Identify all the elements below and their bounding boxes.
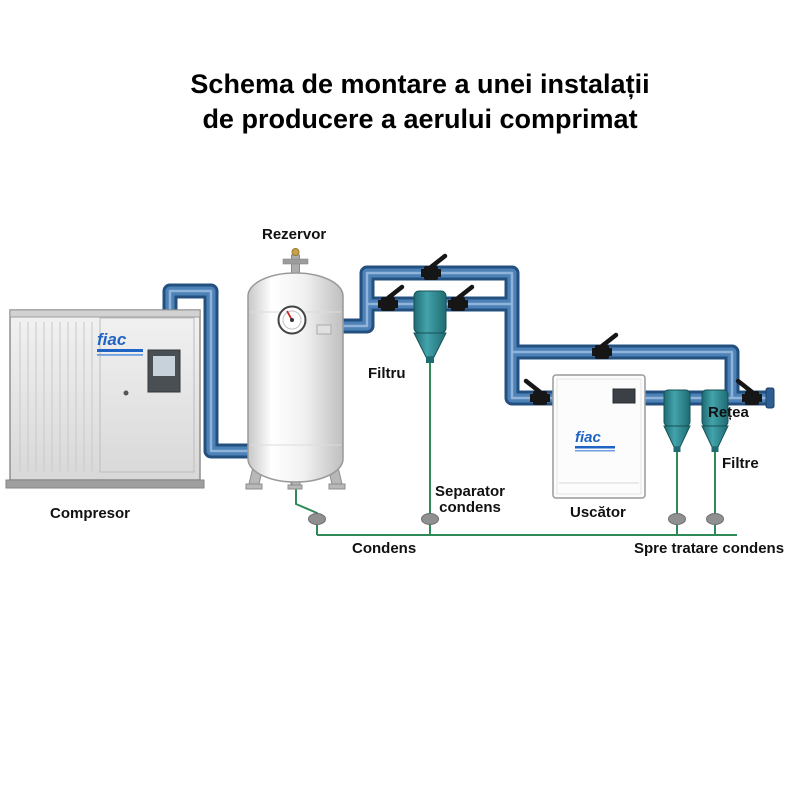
brand-text: fiac [97,330,127,349]
condensate-drain-tank [308,513,326,525]
condensate-drain-filter [421,513,439,525]
network-end-flange [765,387,775,409]
louver-vents [19,322,93,472]
ball-valve-dryer-inlet [523,378,550,405]
ball-valve-filter-inlet [378,284,405,311]
tank-body [247,272,344,483]
label-filtru: Filtru [368,365,406,382]
display-screen [153,356,175,376]
dryer-unit: fiac [552,374,646,499]
title-line2: de producere a aerului comprimat [202,104,637,134]
label-spre-tratare-condens: Spre tratare condens [634,540,784,557]
line-filters [663,389,729,452]
title-line1: Schema de montare a unei instalații [190,69,649,99]
line-filter-2 [701,389,729,452]
dryer-display [612,388,636,404]
ball-valve-filter-outlet [448,284,475,311]
condensate-drains [308,513,724,525]
condensate-drain-line-filter-2 [706,513,724,525]
compressor-top-edge [9,309,201,318]
ball-valve-bypass-2 [592,332,619,359]
label-rezervor: Rezervor [262,226,326,243]
dryer-inner-panel [556,378,642,495]
condensate-lines [295,363,737,536]
label-condens: Condens [352,540,416,557]
label-separator-condens-line1: Separator [435,483,505,500]
label-uscator: Uscător [570,504,626,521]
pressure-gauge-icon [277,305,307,335]
ball-valves [378,253,762,405]
diagram-labels: Rezervor Compresor Filtru Separator cond… [50,226,784,557]
line-filter-1 [663,389,691,452]
label-retea: Rețea [708,404,750,421]
door-knob [123,390,129,396]
brand-text: fiac [575,429,602,446]
ball-valve-bypass-1 [421,253,448,280]
filter-drain-stub [426,357,434,363]
label-separator-condens-line2: condens [439,499,501,516]
label-filtre: Filtre [722,455,759,472]
inline-filter [413,290,447,363]
fiac-logo-dryer: fiac [575,429,615,452]
air-tank [245,248,346,490]
fiac-logo-compressor: fiac [97,330,143,356]
condensate-drain-line-filter-1 [668,513,686,525]
ball-valve-network [735,378,762,405]
compressor-base [5,479,205,489]
compressor-unit: fiac [5,309,205,489]
nameplate [316,324,332,335]
compressor-door [99,317,195,473]
label-compresor: Compresor [50,505,130,522]
